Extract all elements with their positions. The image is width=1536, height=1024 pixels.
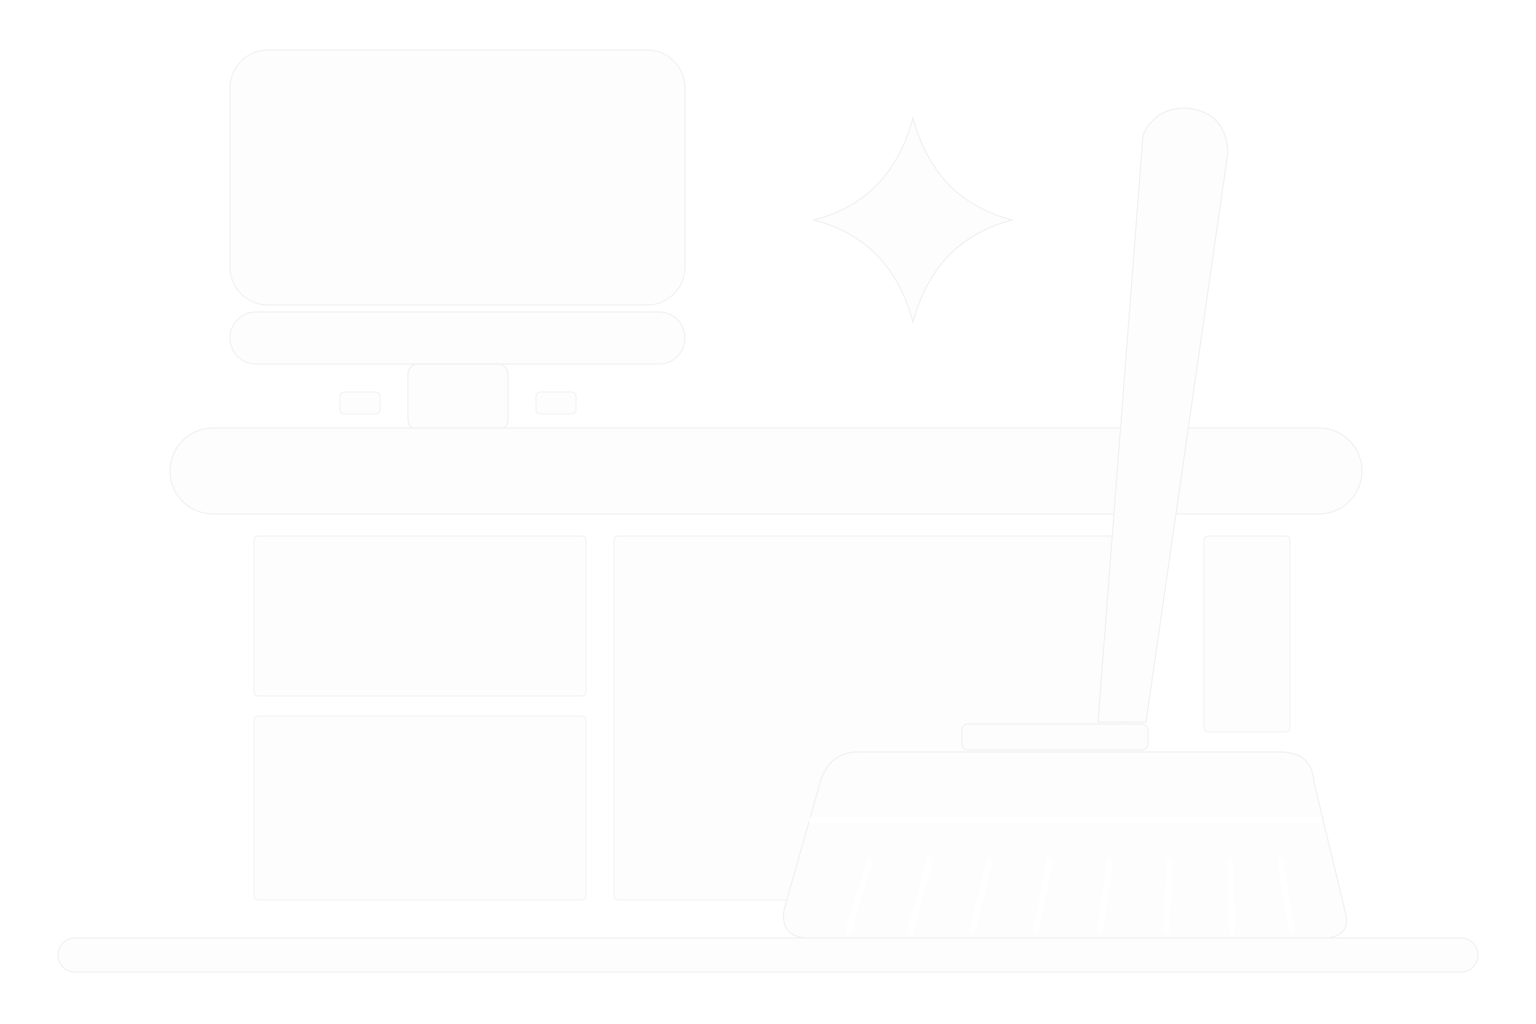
monitor-stand <box>407 363 509 431</box>
sparkle-icon <box>811 115 1015 325</box>
broom-handle <box>1097 107 1229 723</box>
broom-icon <box>782 107 1348 939</box>
floor-line <box>57 937 1479 973</box>
broom-head <box>782 751 1348 939</box>
sparkle-star <box>811 115 1015 325</box>
desk-top <box>169 427 1363 515</box>
broom-collar <box>961 723 1149 751</box>
desk-icon <box>169 427 1363 901</box>
desk-drawer-icon <box>253 715 587 901</box>
desk-drawer-icon <box>253 535 587 697</box>
computer-monitor-icon <box>229 49 686 431</box>
monitor-foot-right <box>535 391 577 415</box>
monitor-foot-left <box>339 391 381 415</box>
monitor-bezel <box>229 311 686 365</box>
broom-bristle-lines <box>845 857 1295 935</box>
monitor-screen <box>229 49 686 306</box>
desk-side-panel <box>1203 535 1291 733</box>
